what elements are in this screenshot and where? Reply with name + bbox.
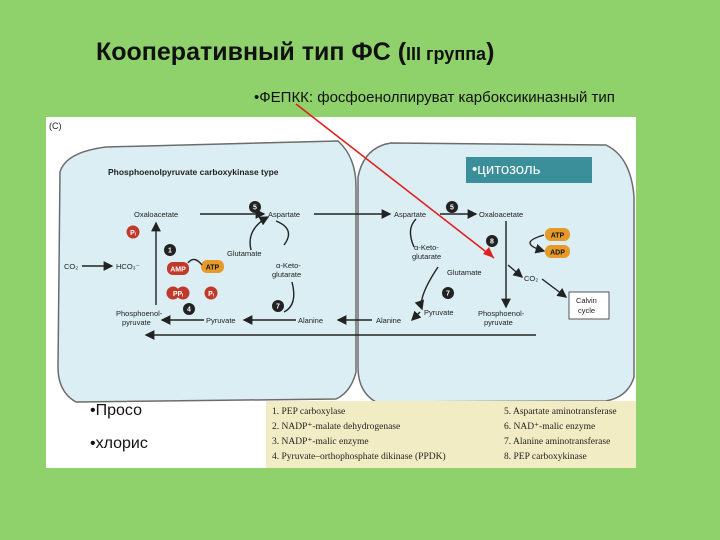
ppi-badge-2	[176, 286, 190, 300]
svg-text:ADP: ADP	[550, 250, 565, 257]
arrow-atp-adp	[529, 234, 546, 254]
arrow-akg-left	[275, 220, 290, 246]
svg-text:8: 8	[490, 239, 494, 246]
svg-text:5: 5	[253, 205, 257, 212]
bullet-millet: •Просо	[90, 402, 142, 419]
legend-right-column: 5. Aspartate aminotransferase 6. NAD⁺-ma…	[504, 405, 617, 465]
arrow-glu-akg-left	[249, 216, 270, 251]
amp-badge	[167, 262, 189, 275]
calvin-box	[568, 291, 610, 320]
pointer-line	[295, 103, 495, 259]
right-pep2: pyruvate	[484, 318, 513, 327]
right-alanine: Alanine	[376, 316, 401, 325]
left-akg2: glutarate	[272, 270, 301, 279]
legend-item: 3. NADP⁺-malic enzyme	[272, 437, 369, 447]
right-oxaloacetate: Oxaloacetate	[479, 210, 523, 219]
ppi-badge-1	[166, 286, 180, 300]
right-akg2: glutarate	[412, 252, 441, 261]
atp-badge-right	[545, 228, 570, 241]
right-aspartate: Aspartate	[394, 210, 426, 219]
svg-text:PPᵢ: PPᵢ	[173, 291, 183, 298]
svg-text:AMP: AMP	[170, 267, 186, 274]
arrow-glu-loop-right2	[414, 266, 439, 311]
right-pep: Phosphoenol-	[478, 309, 525, 318]
left-glutamate: Glutamate	[227, 249, 262, 258]
legend-item: 8. PEP carboxykinase	[504, 452, 587, 462]
legend-left-column: 1. PEP carboxylase 2. NADP⁺-malate dehyd…	[272, 405, 446, 465]
left-aspartate: Aspartate	[268, 210, 300, 219]
slide-subtitle: •ФЕПКК: фосфоенолпируват карбоксикиназны…	[254, 89, 615, 106]
left-oxaloacetate: Oxaloacetate	[134, 210, 178, 219]
right-akg: α-Keto-	[414, 243, 439, 252]
slide-title: Кооперативный тип ФС (III группа)	[96, 38, 494, 67]
diagram-heading: Phosphoenolpyruvate carboxykinase type	[108, 167, 279, 177]
pi-badge-top	[126, 225, 140, 239]
atp-badge-left	[201, 260, 224, 273]
legend-item: 1. PEP carboxylase	[272, 407, 346, 417]
legend-item: 5. Aspartate aminotransferase	[504, 407, 617, 417]
arrow-pyr-ala-right	[411, 310, 422, 321]
right-co2: CO₂	[524, 274, 538, 283]
svg-text:7: 7	[276, 304, 280, 311]
svg-text:Pᵢ: Pᵢ	[130, 230, 136, 237]
title-close: )	[486, 38, 495, 66]
svg-text:5: 5	[450, 205, 454, 212]
calvin-label: Calvin	[576, 296, 597, 305]
title-group: III группа	[406, 44, 487, 64]
title-main: Кооперативный тип ФС (	[96, 38, 407, 66]
svg-text:ATP: ATP	[551, 233, 565, 240]
left-co2: CO₂	[64, 262, 78, 271]
legend-item: 6. NAD⁺-malic enzyme	[504, 422, 596, 432]
left-hco3: HCO₃⁻	[116, 262, 140, 271]
arrow-ala-loop-left	[283, 281, 295, 313]
diagram-svg: (C) Phosphoenolpyruvate carboxykinase ty…	[49, 121, 635, 403]
left-pep: Phosphoenol-	[116, 309, 163, 318]
step-7-right	[442, 287, 454, 299]
svg-text:ATP: ATP	[206, 265, 220, 272]
right-pyruvate: Pyruvate	[424, 308, 454, 317]
svg-text:Pᵢ: Pᵢ	[208, 291, 214, 298]
right-glutamate: Glutamate	[447, 268, 482, 277]
bundle-sheath-cell	[357, 142, 635, 403]
left-akg: α-Keto-	[276, 261, 301, 270]
step-8	[486, 235, 498, 247]
left-pyruvate: Pyruvate	[206, 316, 236, 325]
enzyme-legend: 1. PEP carboxylase 2. NADP⁺-malate dehyd…	[266, 401, 636, 468]
svg-text:7: 7	[446, 291, 450, 298]
step-4	[183, 303, 195, 315]
left-pep2: pyruvate	[122, 318, 151, 327]
arrow-glu-loop-right	[409, 218, 417, 248]
legend-item: 7. Alanine aminotransferase	[504, 437, 611, 447]
left-alanine: Alanine	[298, 316, 323, 325]
arrow-amp-atp	[187, 258, 203, 266]
step-1	[164, 244, 176, 256]
step-7-left	[272, 300, 284, 312]
adp-badge-right	[545, 245, 570, 258]
svg-text:1: 1	[168, 248, 172, 255]
legend-item: 4. Pyruvate–orthophosphate dikinase (PPD…	[272, 452, 446, 462]
arrow-co2-calvin	[541, 278, 568, 298]
pi-badge-bottom	[204, 286, 218, 300]
arrow-co2-release	[507, 264, 524, 278]
step-5-right	[446, 201, 458, 213]
calvin-label2: cycle	[578, 306, 595, 315]
pointer-arrowhead	[483, 247, 494, 258]
svg-text:4: 4	[187, 307, 191, 314]
cytosol-label: •цитозоль	[466, 157, 592, 183]
panel-label: (C)	[49, 121, 62, 131]
bullet-chloris: •хлорис	[90, 435, 148, 452]
legend-item: 2. NADP⁺-malate dehydrogenase	[272, 422, 401, 432]
